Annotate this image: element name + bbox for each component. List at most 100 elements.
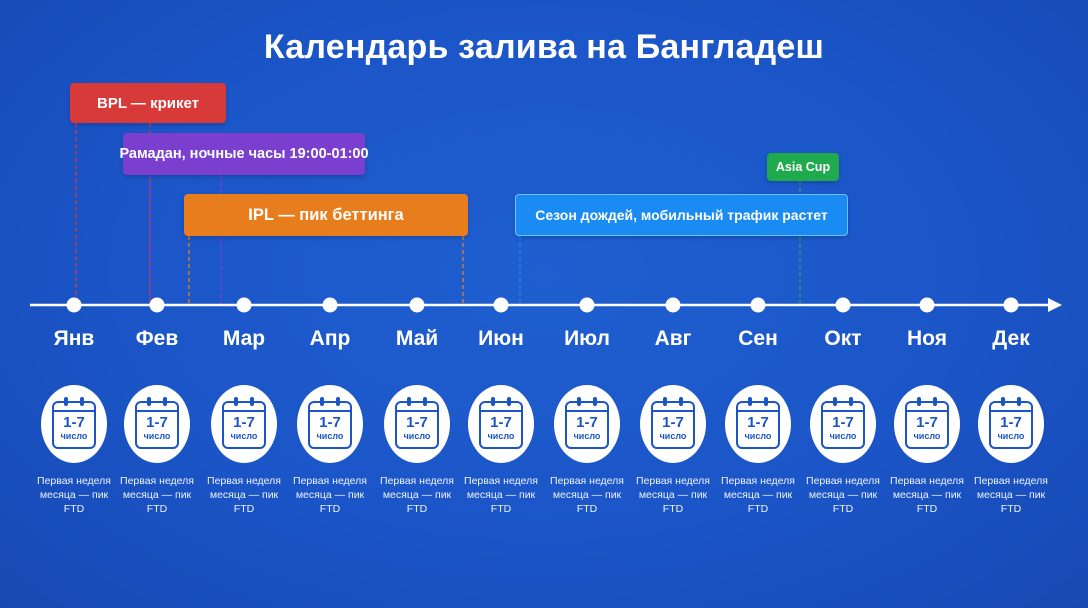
badge-subtitle: число	[316, 431, 344, 441]
badge-subtitle: число	[143, 431, 171, 441]
event-ramadan: Рамадан, ночные часы 19:00-01:00	[119, 133, 369, 175]
ftd-note: Первая неделя месяца — пик FTD	[288, 474, 372, 516]
badge-number: 1-7	[747, 414, 769, 431]
month-label: Окт	[824, 327, 862, 350]
ftd-note: Первая неделя месяца — пик FTD	[115, 474, 199, 516]
note-line-2: месяца — пик FTD	[122, 489, 192, 515]
note-line-2: месяца — пик FTD	[723, 489, 793, 515]
badge-subtitle: число	[997, 431, 1025, 441]
event-ipl: IPL — пик беттинга	[184, 194, 468, 236]
note-line-2: месяца — пик FTD	[209, 489, 279, 515]
month-dot	[579, 297, 595, 313]
ftd-note: Первая неделя месяца — пик FTD	[202, 474, 286, 516]
note-line-2: месяца — пик FTD	[892, 489, 962, 515]
month-dot	[236, 297, 252, 313]
month-label: Сен	[738, 327, 778, 350]
badge-subtitle: число	[230, 431, 258, 441]
note-line-2: месяца — пик FTD	[295, 489, 365, 515]
badge-subtitle: число	[829, 431, 857, 441]
page-title: Календарь залива на Бангладеш	[263, 28, 825, 66]
month-dot	[1003, 297, 1019, 313]
month-label: Апр	[309, 327, 351, 350]
note-line-1: Первая неделя	[890, 475, 964, 487]
note-line-2: месяца — пик FTD	[382, 489, 452, 515]
ftd-note: Первая неделя месяца — пик FTD	[631, 474, 715, 516]
ftd-note: Первая неделя месяца — пик FTD	[716, 474, 800, 516]
month-dot	[322, 297, 338, 313]
badge-subtitle: число	[573, 431, 601, 441]
note-line-1: Первая неделя	[806, 475, 880, 487]
badge-subtitle: число	[60, 431, 88, 441]
badge-subtitle: число	[487, 431, 515, 441]
note-line-1: Первая неделя	[550, 475, 624, 487]
ftd-note: Первая неделя месяца — пик FTD	[459, 474, 543, 516]
month-dots	[66, 297, 1019, 313]
badge-number: 1-7	[832, 414, 854, 431]
note-line-2: месяца — пик FTD	[39, 489, 109, 515]
note-line-2: месяца — пик FTD	[638, 489, 708, 515]
timeline-arrowhead	[1048, 298, 1062, 312]
month-label: Фев	[135, 327, 179, 350]
badge-number: 1-7	[406, 414, 428, 431]
month-dot	[493, 297, 509, 313]
month-label: Июл	[564, 327, 610, 350]
month-dot	[750, 297, 766, 313]
badge-number: 1-7	[490, 414, 512, 431]
badge-subtitle: число	[913, 431, 941, 441]
badge-number: 1-7	[63, 414, 85, 431]
note-line-2: месяца — пик FTD	[466, 489, 536, 515]
note-line-1: Первая неделя	[721, 475, 795, 487]
month-label: Дек	[992, 327, 1030, 350]
month-label: Ноя	[907, 327, 947, 350]
note-line-1: Первая неделя	[207, 475, 281, 487]
note-line-1: Первая неделя	[293, 475, 367, 487]
month-label: Июн	[478, 327, 524, 350]
badge-subtitle: число	[659, 431, 687, 441]
note-line-1: Первая неделя	[636, 475, 710, 487]
ftd-note: Первая неделя месяца — пик FTD	[375, 474, 459, 516]
event-rainy-season: Сезон дождей, мобильный трафик растет	[515, 194, 848, 236]
badge-number: 1-7	[146, 414, 168, 431]
note-line-1: Первая неделя	[120, 475, 194, 487]
badge-number: 1-7	[576, 414, 598, 431]
badge-number: 1-7	[1000, 414, 1022, 431]
month-label: Май	[395, 327, 439, 350]
month-dot	[66, 297, 82, 313]
month-label: Авг	[654, 327, 692, 350]
month-dot	[665, 297, 681, 313]
event-asia-cup: Asia Cup	[767, 153, 839, 181]
month-dot	[919, 297, 935, 313]
month-label: Янв	[53, 327, 95, 350]
month-dot	[409, 297, 425, 313]
note-line-1: Первая неделя	[464, 475, 538, 487]
note-line-1: Первая неделя	[380, 475, 454, 487]
badge-number: 1-7	[916, 414, 938, 431]
